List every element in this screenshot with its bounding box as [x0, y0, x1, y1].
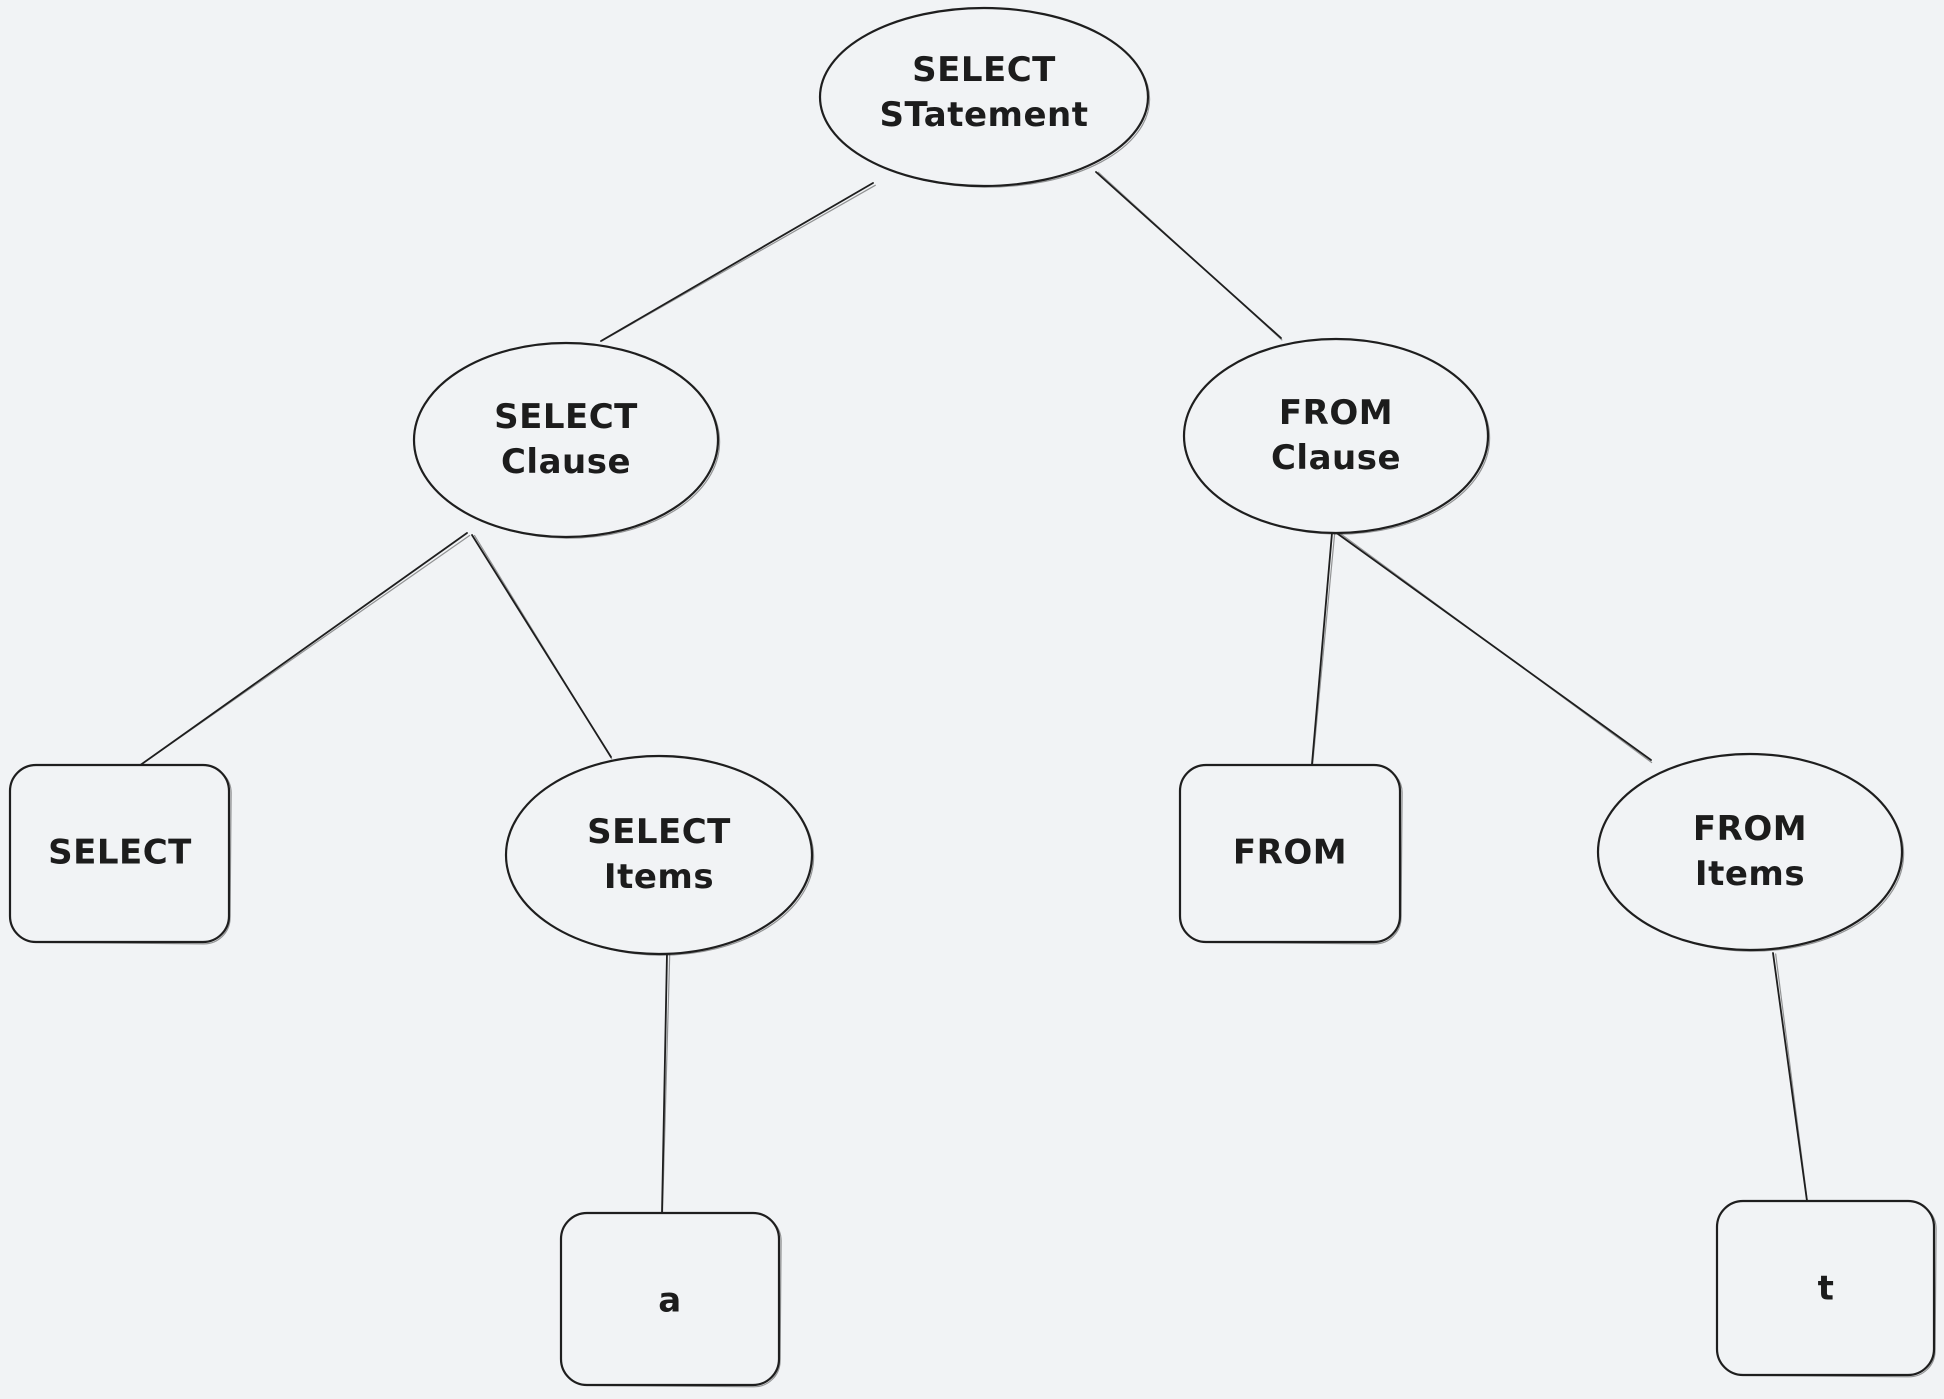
node-from-keyword [1178, 763, 1402, 944]
node-from-clause [1182, 337, 1490, 535]
edge-from-clause-to-from-items [1337, 533, 1652, 761]
node-t-item [1715, 1199, 1936, 1377]
node-select-clause [412, 341, 720, 539]
label-from-keyword: FROM [1232, 832, 1348, 873]
node-layer [8, 6, 1937, 1388]
edge-layer [138, 171, 1809, 1215]
label-from-items: FROM Items [1692, 809, 1808, 894]
label-a-item: a [658, 1280, 682, 1321]
node-select-statement [818, 6, 1150, 188]
label-select-items: SELECT Items [587, 812, 731, 897]
node-select-items [504, 754, 814, 956]
node-a-item [559, 1211, 781, 1387]
label-select-statement: SELECT STatement [879, 50, 1089, 135]
edge-statement-to-select-clause [600, 182, 874, 342]
label-t-item: t [1817, 1268, 1835, 1309]
label-select-clause: SELECT Clause [494, 397, 638, 482]
node-select-keyword [8, 763, 231, 944]
label-from-clause: FROM Clause [1270, 393, 1402, 478]
edge-select-items-to-a [661, 952, 668, 1214]
label-select-keyword: SELECT [48, 832, 192, 873]
edge-statement-to-from-clause [1095, 171, 1282, 339]
node-from-items [1596, 752, 1904, 952]
edge-from-items-to-t [1772, 952, 1808, 1202]
edge-select-clause-to-select-keyword [138, 532, 468, 767]
edge-select-clause-to-select-items [471, 534, 612, 758]
edge-from-clause-to-from-keyword [1311, 532, 1333, 765]
